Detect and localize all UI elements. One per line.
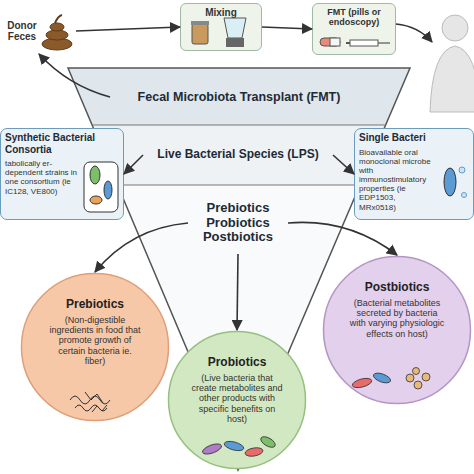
node-title: Live Bacterial Species (LPS)	[157, 148, 318, 162]
pyramid-tier: Live Bacterial Species (LPS)	[143, 138, 333, 172]
postbiotic-metabolites	[372, 371, 392, 385]
postbiotic-metabolites	[351, 377, 372, 390]
band-divider	[92, 125, 386, 126]
postbiotic-metabolites	[422, 373, 430, 381]
probiotic-bacteria	[259, 435, 277, 450]
node-title: Synthetic Bacterial Consortia	[5, 132, 119, 155]
consortium-icon	[104, 181, 112, 199]
circle-shape	[22, 274, 169, 421]
node-body: tabolically er-dependent strains in one …	[5, 159, 79, 196]
postbiotic-metabolites	[351, 368, 430, 390]
category-circle: Probiotics (Live bacteria that create met…	[167, 330, 307, 470]
info-box: Single BacteriBioavailable oral monoclon…	[354, 128, 474, 220]
probiotic-bacteria	[244, 446, 263, 457]
node-title: Donor Feces	[4, 20, 40, 43]
pyramid-tier: Prebiotics Probiotics Postbiotics	[188, 192, 288, 254]
node-body: (Non-digestible ingredients in food that…	[47, 315, 143, 367]
flow-arrow	[237, 254, 238, 330]
node-title: Fecal Microbiota Transplant (FMT)	[138, 90, 341, 104]
circle-shape	[324, 257, 471, 404]
mixing-icon	[226, 38, 244, 47]
feces-icon	[46, 30, 68, 40]
circle-shape	[169, 332, 306, 469]
consortium-icon	[84, 162, 118, 212]
bacterium-icon	[462, 193, 467, 198]
info-box: Synthetic Bacterial Consortia tabolically…	[0, 128, 124, 220]
pyramid-band	[92, 125, 386, 185]
band-divider	[118, 185, 360, 186]
flow-arrow	[396, 24, 432, 42]
probiotic-bacteria	[201, 442, 223, 456]
person-figure	[430, 46, 474, 112]
flow-arrow	[76, 27, 180, 31]
node-title: Single Bacteri	[359, 132, 469, 144]
node-title: Prebiotics Probiotics Postbiotics	[188, 201, 288, 246]
feces-icon	[55, 15, 62, 23]
node-body: Bioavailable oral monoclonal microbe wit…	[359, 148, 433, 212]
fmt-icon	[320, 38, 390, 46]
fiber-icon	[70, 392, 110, 412]
mixing-icon	[191, 21, 209, 25]
consortium-icon	[90, 196, 102, 204]
node-title: Postbiotics	[365, 281, 430, 295]
consortium-icon	[84, 162, 118, 212]
postbiotic-metabolites	[413, 368, 420, 375]
flow-arrow	[95, 223, 188, 272]
mixing-icon	[191, 18, 246, 47]
fmt-icon	[320, 38, 340, 46]
pyramid-tier: Fecal Microbiota Transplant (FMT)	[110, 80, 368, 114]
flow-arrow	[288, 222, 397, 255]
category-circle: Prebiotics (Non-digestible ingredients in…	[20, 272, 170, 422]
node-title: Mixing	[181, 7, 261, 19]
node-body: (Live bacteria that create metabolites a…	[189, 373, 285, 425]
probiotic-bacteria	[223, 440, 244, 453]
fmt-icon	[378, 42, 390, 43]
person-figure	[442, 15, 468, 41]
fiber-icon	[85, 392, 103, 403]
postbiotic-metabolites	[406, 374, 414, 382]
step-box: Mixing	[180, 3, 262, 51]
feces-icon	[42, 38, 72, 50]
fmt-icon	[350, 40, 378, 46]
flow-arrow	[39, 54, 110, 97]
fiber-icon	[70, 396, 110, 404]
bacterium-icon	[459, 167, 465, 173]
flow-arrow	[262, 27, 312, 29]
category-circle: Postbiotics (Bacterial metabolites secret…	[322, 255, 472, 405]
postbiotic-metabolites	[414, 381, 422, 389]
fmt-icon	[346, 42, 350, 44]
fmt-icon	[330, 38, 340, 46]
node-title: Prebiotics	[66, 298, 124, 312]
fiber-icon	[92, 405, 107, 412]
fiber-icon	[75, 405, 107, 411]
probiotic-bacteria	[201, 435, 277, 458]
consortium-icon	[90, 166, 100, 184]
step-box: FMT (pills or endoscopy)	[312, 3, 396, 55]
mixing-icon	[192, 24, 208, 44]
feces-icon	[42, 15, 72, 50]
source-label: Donor Feces	[2, 8, 76, 54]
bacterium-icon	[444, 167, 467, 198]
node-body: (Bacterial metabolites secreted by bacte…	[349, 298, 445, 339]
node-title: FMT (pills or endoscopy)	[313, 7, 395, 28]
mixing-icon	[224, 18, 246, 38]
flow-arrow	[333, 155, 354, 174]
pyramid-band	[68, 68, 410, 125]
node-title: Probiotics	[208, 356, 267, 370]
flow-arrow	[124, 155, 143, 174]
feces-icon	[50, 23, 64, 31]
bacterium-icon	[444, 168, 456, 196]
person-figure	[430, 15, 474, 112]
